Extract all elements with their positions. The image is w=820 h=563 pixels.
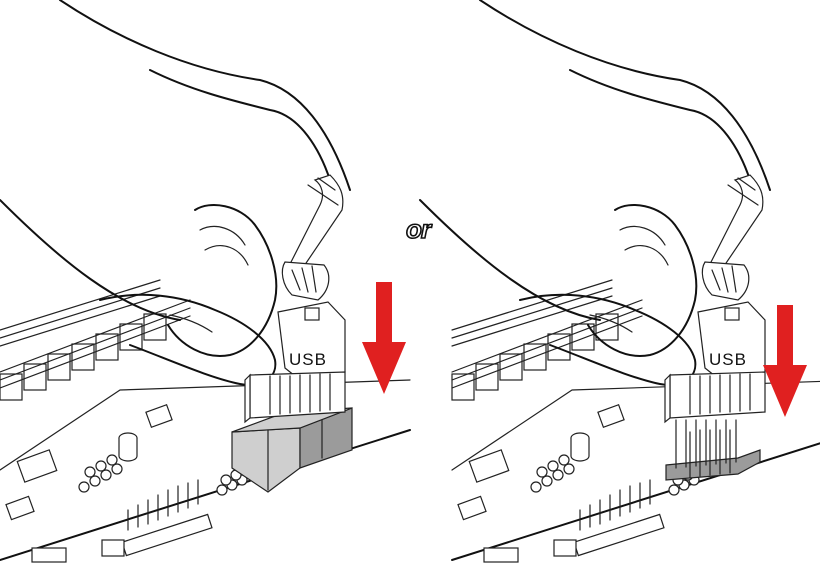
- pin-header: [666, 420, 760, 480]
- shrouded-header: [232, 408, 352, 492]
- down-arrow-right: [763, 305, 807, 417]
- left-panel: [0, 0, 410, 562]
- right-panel: [420, 0, 820, 562]
- hand-with-connector-right: [420, 0, 770, 422]
- down-arrow-left: [362, 282, 406, 394]
- or-divider-label: or: [406, 214, 430, 245]
